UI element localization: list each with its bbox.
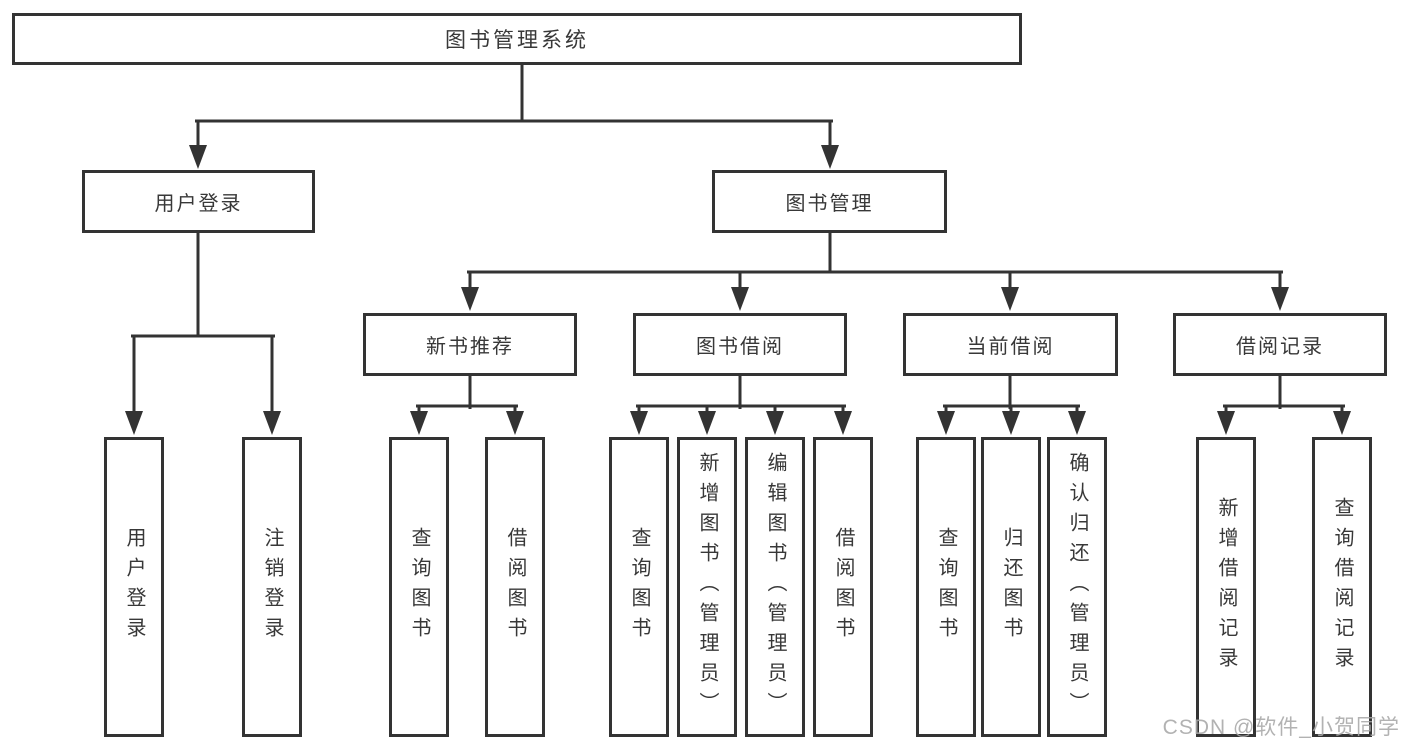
connector-lines (131, 63, 1345, 417)
node-leaf-cb-confirm-return-admin: 确认归还（管理员） (1047, 437, 1107, 737)
arrowhead (766, 411, 784, 435)
node-leaf-br-add-record: 新增借阅记录 (1196, 437, 1256, 737)
node-borrow-record: 借阅记录 (1173, 313, 1387, 376)
arrowhead (731, 287, 749, 311)
node-root-system: 图书管理系统 (12, 13, 1022, 65)
csdn-watermark: CSDN @软件_小贺同学 (1162, 716, 1400, 739)
node-leaf-cb-query-book: 查询图书 (916, 437, 976, 737)
arrowhead (834, 411, 852, 435)
arrowhead (1001, 287, 1019, 311)
node-leaf-bb-edit-book-admin: 编辑图书（管理员） (745, 437, 805, 737)
connector-path (131, 63, 1345, 417)
arrowhead (1333, 411, 1351, 435)
node-leaf-rec-borrow-book: 借阅图书 (485, 437, 545, 737)
node-book-borrow: 图书借阅 (633, 313, 847, 376)
node-leaf-cb-return-book: 归还图书 (981, 437, 1041, 737)
node-current-borrow: 当前借阅 (903, 313, 1118, 376)
node-leaf-rec-query-book: 查询图书 (389, 437, 449, 737)
node-leaf-user-login: 用户登录 (104, 437, 164, 737)
node-user-login-branch: 用户登录 (82, 170, 315, 233)
arrowhead (1217, 411, 1235, 435)
node-leaf-bb-query-book: 查询图书 (609, 437, 669, 737)
node-new-book-recommend: 新书推荐 (363, 313, 577, 376)
node-leaf-br-query-record: 查询借阅记录 (1312, 437, 1372, 737)
arrowhead (461, 287, 479, 311)
arrowheads (125, 145, 1351, 435)
arrowhead (189, 145, 207, 169)
arrowhead (263, 411, 281, 435)
arrowhead (630, 411, 648, 435)
arrowhead (1002, 411, 1020, 435)
arrowhead (125, 411, 143, 435)
arrowhead (698, 411, 716, 435)
arrowhead (1068, 411, 1086, 435)
arrowhead (506, 411, 524, 435)
node-leaf-logout: 注销登录 (242, 437, 302, 737)
arrowhead (937, 411, 955, 435)
arrowhead (1271, 287, 1289, 311)
node-book-management-branch: 图书管理 (712, 170, 947, 233)
arrowhead (821, 145, 839, 169)
node-leaf-bb-add-book-admin: 新增图书（管理员） (677, 437, 737, 737)
node-leaf-bb-borrow-book: 借阅图书 (813, 437, 873, 737)
arrowhead (410, 411, 428, 435)
